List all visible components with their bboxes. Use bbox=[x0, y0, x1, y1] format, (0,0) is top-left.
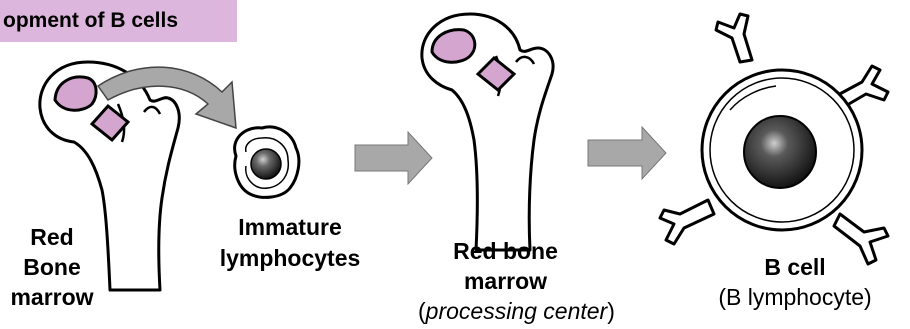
arrow-right-icon-1 bbox=[355, 132, 432, 184]
label-line: marrow bbox=[6, 282, 98, 312]
label-red-bone-marrow-1: Red Bone marrow bbox=[6, 222, 98, 312]
antibody-receptor-4 bbox=[660, 200, 714, 244]
label-line: Immature bbox=[200, 212, 380, 243]
label-line: Red bbox=[6, 222, 98, 252]
label-line: lymphocytes bbox=[200, 243, 380, 274]
label-line: marrow bbox=[418, 266, 593, 296]
nucleus-large bbox=[744, 116, 816, 188]
arrow-right-icon-2 bbox=[588, 127, 666, 179]
label-processing-center: (processing center) bbox=[418, 296, 593, 326]
label-b-cell: B cell (B lymphocyte) bbox=[680, 252, 910, 312]
label-immature-lymphocytes: Immature lymphocytes bbox=[200, 212, 380, 274]
nucleus-small bbox=[251, 149, 281, 179]
processing-center-text: processing center bbox=[426, 298, 608, 324]
label-line: Red bone bbox=[418, 236, 593, 266]
label-line: B cell bbox=[680, 252, 910, 282]
label-red-bone-marrow-2: Red bone marrow (processing center) bbox=[418, 236, 593, 326]
antibody-receptor-1 bbox=[716, 14, 752, 62]
label-line: (B lymphocyte) bbox=[680, 282, 910, 312]
label-line: Bone bbox=[6, 252, 98, 282]
